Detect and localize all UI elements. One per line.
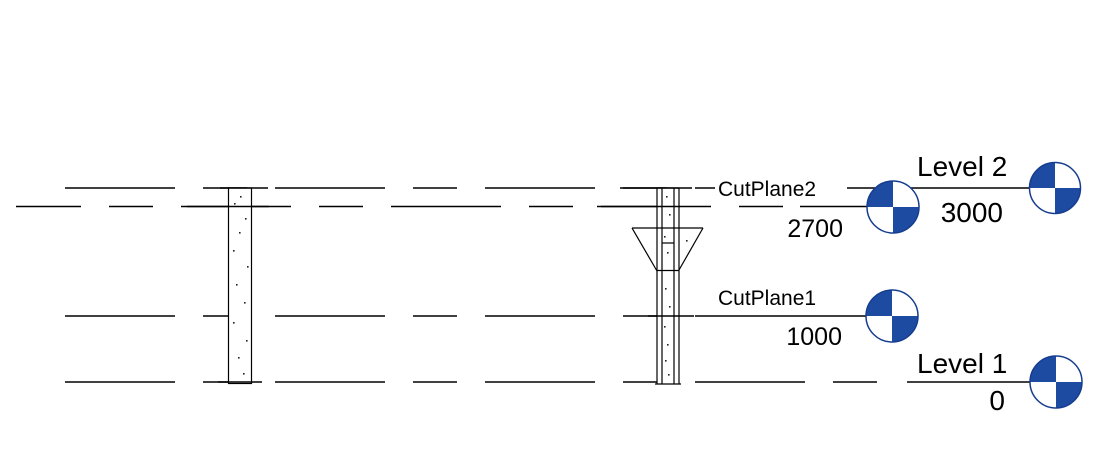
cutplane2-label[interactable]: CutPlane2 — [718, 178, 816, 201]
cutplane1-elevation[interactable]: 1000 — [786, 323, 842, 351]
level1-head-icon[interactable] — [1029, 355, 1083, 409]
datum-line-crossings — [187, 187, 694, 383]
column-capital-trapezoid — [631, 227, 704, 272]
cutplane1-label[interactable]: CutPlane1 — [718, 287, 816, 310]
level2-head-icon[interactable] — [1028, 161, 1082, 215]
level2-elevation[interactable]: 3000 — [941, 197, 1003, 228]
column-left[interactable] — [227, 187, 253, 385]
cutplane2-elevation[interactable]: 2700 — [787, 215, 843, 243]
concrete-speckles-left — [233, 196, 249, 375]
level1-label[interactable]: Level 1 — [917, 348, 1007, 379]
level2-label[interactable]: Level 2 — [917, 151, 1007, 182]
cutplane1-head-icon[interactable] — [865, 289, 919, 343]
cutplane2-head-icon[interactable] — [866, 180, 920, 234]
cutplane2-label-mask — [715, 179, 847, 198]
level1-elevation[interactable]: 0 — [989, 385, 1005, 416]
concrete-speckles-right — [664, 196, 688, 376]
column-right[interactable] — [631, 187, 704, 385]
